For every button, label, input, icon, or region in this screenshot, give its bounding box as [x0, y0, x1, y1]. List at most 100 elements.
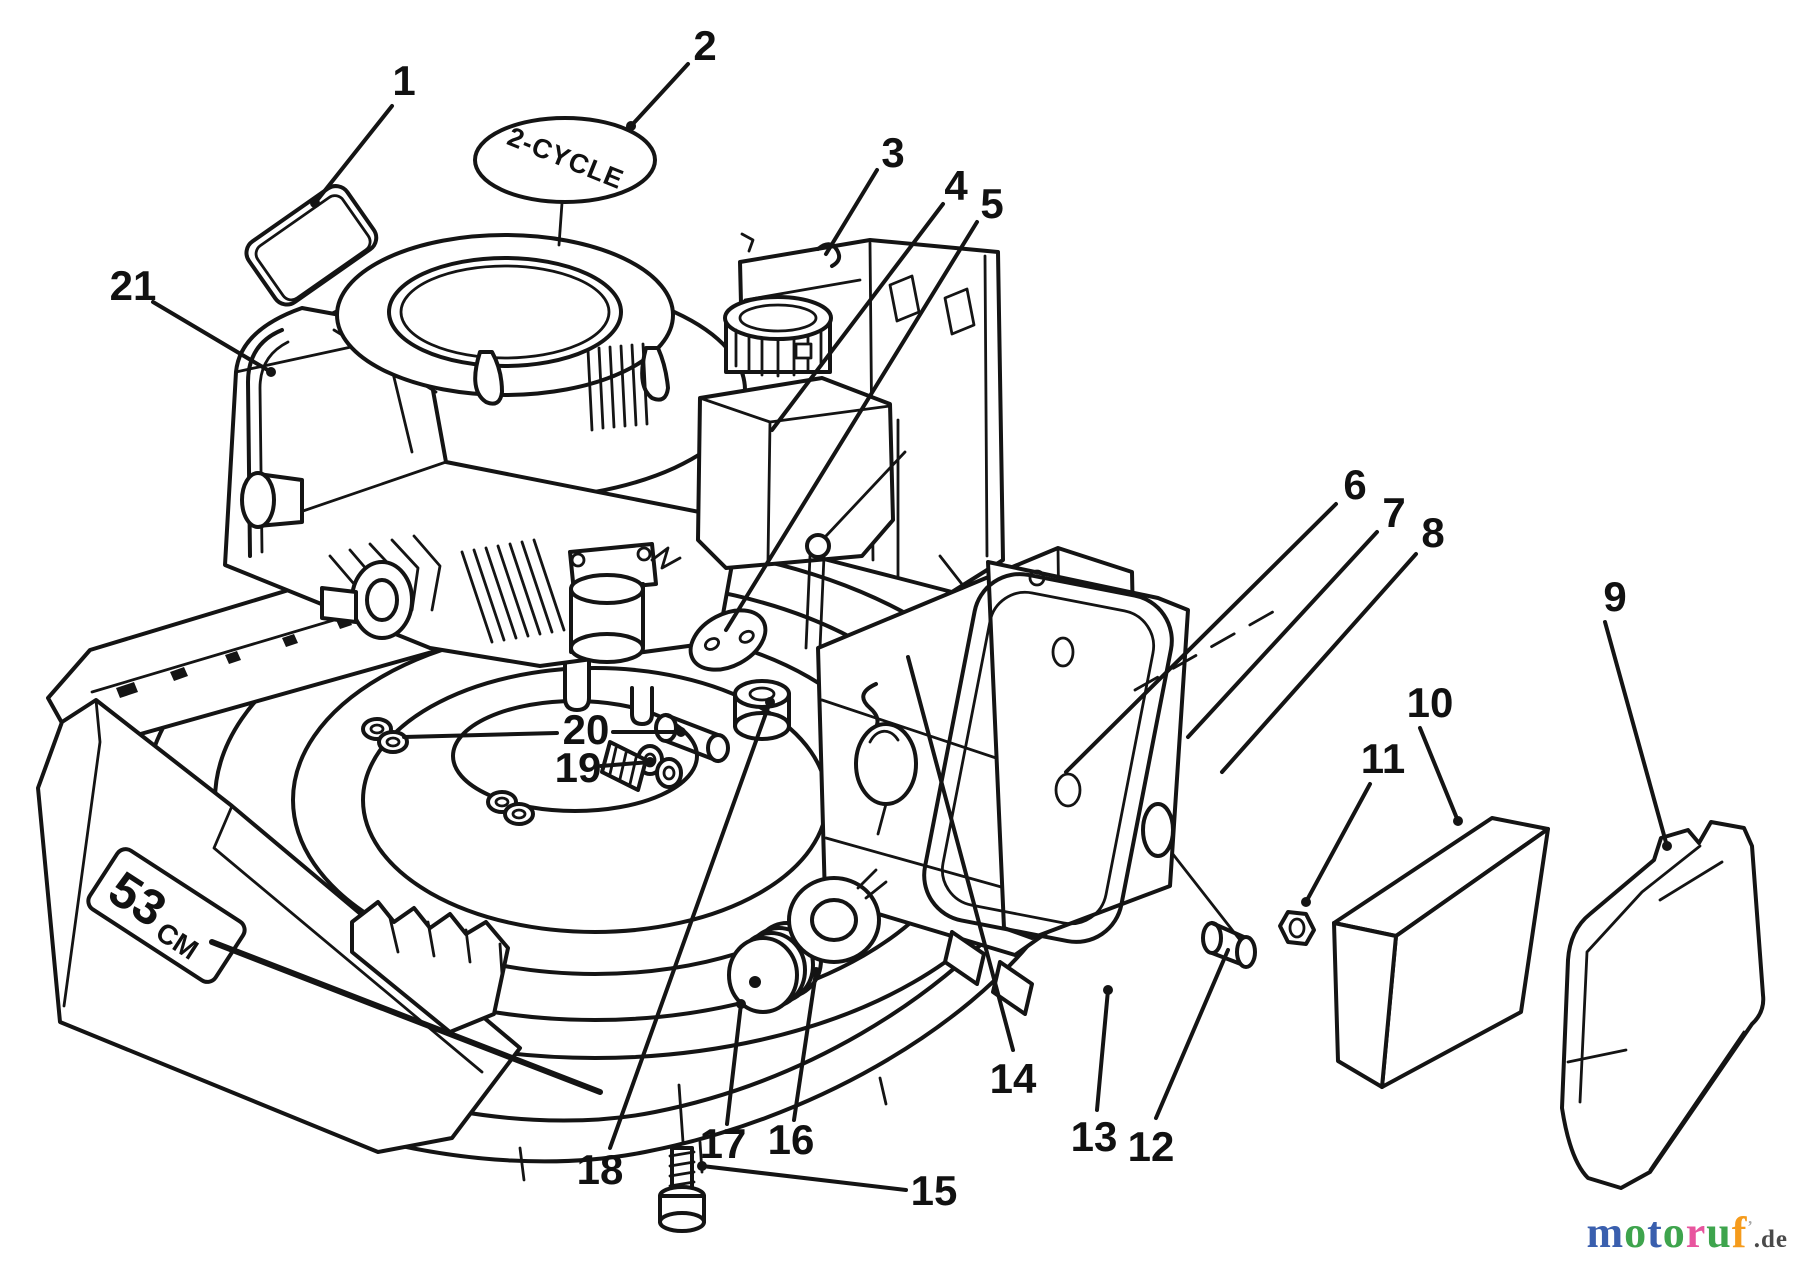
callout-15: 15	[697, 1161, 957, 1214]
callout-8-leader	[1220, 552, 1418, 774]
alignment-dashed-line	[1133, 603, 1287, 692]
decal-plate	[244, 184, 379, 307]
callout-16-number: 16	[768, 1116, 815, 1163]
callout-17-leader	[725, 1002, 743, 1126]
fuel-tank	[696, 295, 907, 650]
deck-bolt-pair	[361, 717, 409, 754]
callout-1-leader-dot	[310, 198, 320, 208]
callout-5: 5	[724, 180, 1004, 632]
cycle-decal: 2-CYCLE	[473, 116, 657, 204]
callout-12: 12	[1128, 948, 1230, 1170]
callout-18-leader	[608, 700, 772, 1150]
air-cleaner-cover	[1560, 820, 1766, 1190]
callout-19-leader-dot	[645, 757, 655, 767]
throttle-clip	[816, 242, 842, 268]
dipstick	[804, 450, 907, 650]
muffler-foot	[943, 930, 986, 986]
callout-9-leader	[1603, 620, 1669, 848]
callout-19-leader	[599, 760, 652, 768]
callout-19-number: 19	[555, 744, 602, 791]
housing-clip	[888, 274, 921, 323]
deck-post	[630, 686, 654, 726]
mounting-bolt	[658, 1083, 706, 1233]
callout-10-number: 10	[1407, 679, 1454, 726]
serrated-trim	[350, 900, 510, 1034]
callout-12-number: 12	[1128, 1123, 1175, 1170]
callout-3: 3	[824, 129, 905, 256]
callout-13-number: 13	[1071, 1113, 1118, 1160]
callout-11-number: 11	[1361, 735, 1405, 782]
small-clip	[740, 232, 755, 253]
callout-1-leader	[313, 104, 394, 205]
logo-letter: u	[1706, 1208, 1732, 1257]
callout-11-leader	[1304, 782, 1372, 904]
callout-21-number: 21	[110, 262, 157, 309]
callout-19: 19	[555, 744, 655, 791]
callout-3-leader	[824, 168, 879, 256]
hex-nut	[1278, 910, 1316, 946]
deck-size-underline	[209, 939, 603, 1095]
housing-clip	[943, 287, 976, 336]
gasket-frame	[922, 572, 1174, 944]
callout-15-leader-dot	[697, 1161, 707, 1171]
logo-letter: r	[1685, 1208, 1707, 1257]
callout-10-leader-dot	[1453, 816, 1463, 826]
callout-3-number: 3	[881, 129, 904, 176]
deck-bolt-pair	[486, 790, 535, 826]
callout-14-leader	[906, 655, 1015, 1052]
callout-6-number: 6	[1343, 461, 1366, 508]
callout-1-number: 1	[392, 57, 415, 104]
callout-4-leader	[770, 202, 945, 432]
callout-15-number: 15	[911, 1167, 958, 1214]
callout-5-leader	[724, 220, 979, 632]
logo-tld: .de	[1753, 1226, 1788, 1253]
muffler-foot	[991, 960, 1034, 1016]
callout-15-leader	[700, 1164, 908, 1192]
washers	[636, 744, 683, 789]
callout-20-number: 20	[563, 706, 610, 753]
callout-21: 21	[110, 262, 276, 377]
callout-18-number: 18	[577, 1146, 624, 1193]
callout-17-number: 17	[700, 1120, 747, 1167]
callout-16: 16	[768, 967, 821, 1163]
callout-8: 8	[1220, 509, 1445, 774]
callout-1: 1	[310, 57, 416, 208]
callout-21-leader	[151, 300, 273, 374]
callout-4-number: 4	[944, 162, 968, 209]
callout-9-leader-dot	[1662, 841, 1672, 851]
shoulder-bolt	[654, 713, 730, 763]
callout-10: 10	[1407, 679, 1463, 826]
motoruf-logo[interactable]: motoruf’.de	[1586, 1211, 1788, 1255]
engine	[223, 201, 768, 672]
callout-10-leader	[1418, 726, 1460, 823]
callout-7-number: 7	[1382, 489, 1405, 536]
carburetor	[568, 542, 682, 664]
callout-11: 11	[1301, 735, 1405, 907]
logo-letter: m	[1586, 1208, 1625, 1257]
callout-14: 14	[906, 655, 1037, 1102]
callout-9: 9	[1603, 573, 1672, 851]
engine-stub	[240, 471, 304, 529]
logo-letter: f	[1731, 1208, 1748, 1257]
callout-13: 13	[1071, 985, 1118, 1160]
intake-flange	[688, 608, 768, 672]
fuel-cap	[723, 295, 833, 378]
front-skirt: 53 CM	[36, 698, 603, 1154]
muffler-outlet	[854, 722, 918, 836]
callout-6: 6	[1064, 461, 1367, 774]
spacer-bolt	[1201, 921, 1257, 969]
callout-9-number: 9	[1603, 573, 1626, 620]
callout-5-number: 5	[980, 180, 1003, 227]
callout-2: 2	[626, 22, 717, 131]
blade-adapter	[733, 679, 791, 741]
callout-7-leader	[1186, 530, 1379, 739]
ring-pulley	[787, 868, 888, 964]
deck-post	[563, 660, 591, 712]
air-filter-element	[1332, 816, 1550, 1089]
callout-18-leader-dot	[765, 697, 775, 707]
callout-11-leader-dot	[1301, 897, 1311, 907]
callout-6-leader	[1064, 502, 1338, 774]
